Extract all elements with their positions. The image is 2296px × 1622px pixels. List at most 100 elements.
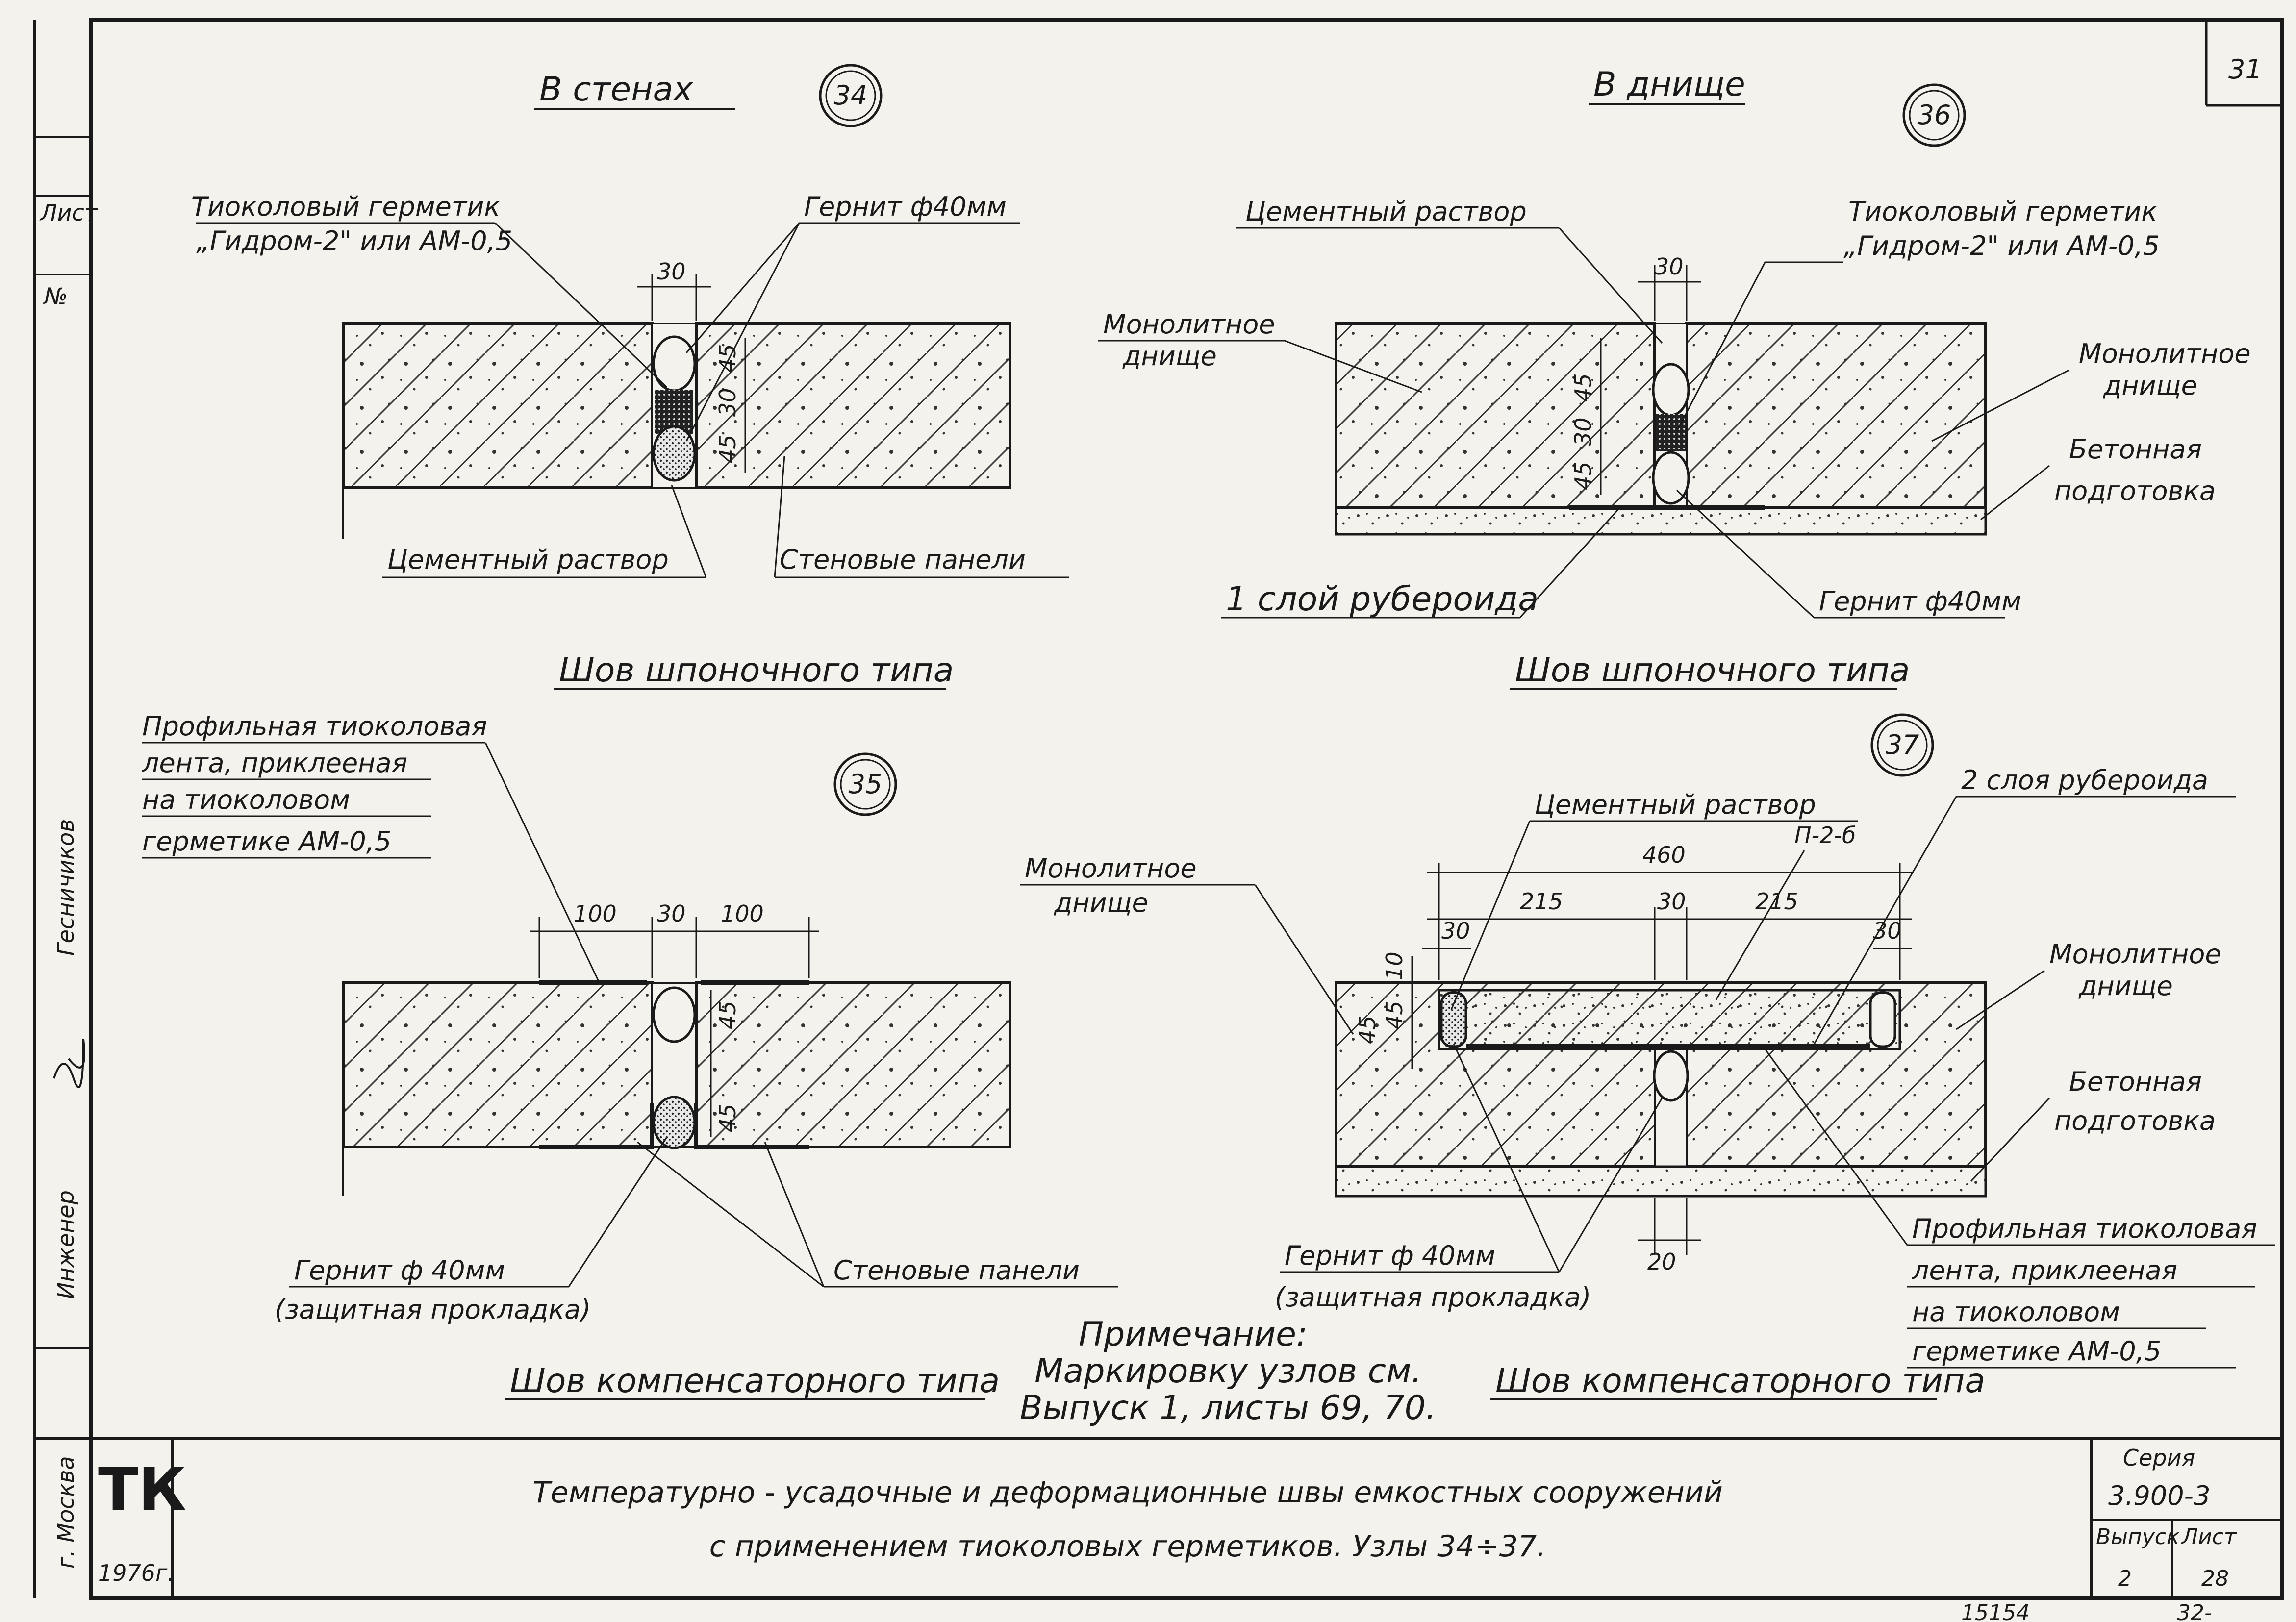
- stamp-number: 15154: [1961, 1600, 2030, 1622]
- node34-gernit-top: [652, 335, 696, 392]
- node37-gernit-right: [1869, 991, 1896, 1048]
- node35-dim-a: 45: [714, 1000, 741, 1029]
- node35-label-tape-1: Профильная тиоколовая: [142, 711, 487, 742]
- sheet-title-line2: с применением тиоколовых герметиков. Узл…: [709, 1529, 1546, 1564]
- node34-dim-b: 30: [714, 388, 741, 417]
- node36-label-mono-right-1: Монолитное: [2079, 338, 2251, 369]
- node37-label-tape-3: на тиоколовом: [1912, 1297, 2120, 1327]
- node37-label-mono-right-2: днище: [2078, 971, 2173, 1001]
- series-label: Серия: [2123, 1445, 2195, 1471]
- node37-dim-bottom: 20: [1647, 1248, 1676, 1275]
- node37-label-mono-left-2: днище: [1054, 887, 1148, 918]
- frame: [33, 18, 2284, 1600]
- node36-label-sealant-2: „Гидром-2" или АМ-0,5: [1843, 230, 2160, 261]
- note: Примечание: Маркировку узлов см. Выпуск …: [1020, 1315, 1436, 1427]
- node37-dim-v2: 45: [1381, 1000, 1408, 1029]
- node36-label-mono-right-2: днище: [2103, 370, 2197, 401]
- node-34: В стенах 34 30 45 30 45 Тиоколовый герме…: [191, 64, 1069, 690]
- node37-label-tape-2: лента, приклееная: [1912, 1255, 2177, 1286]
- node37-label-tape-1: Профильная тиоколовая: [1912, 1213, 2257, 1244]
- node37-label-mono-right-1: Монолитное: [2049, 939, 2221, 970]
- node35-label-gernit-1: Гернит ф 40мм: [294, 1255, 505, 1286]
- node34-number-circle: [819, 64, 883, 127]
- node34-label-mortar: Цементный раствор: [387, 544, 669, 575]
- node36-dim-b: 30: [1570, 417, 1596, 446]
- node34-label-sealant-1: Тиоколовый герметик: [191, 191, 500, 222]
- node37-dim-v1: 10: [1381, 951, 1408, 980]
- node37-label-mark: П-2-б: [1794, 822, 1856, 848]
- node35-dim-b: 45: [714, 1103, 741, 1132]
- node34-heading: В стенах: [539, 70, 693, 109]
- node35-label-tape-3: на тиоколовом: [142, 784, 350, 815]
- side-label-engineer: Инженер: [52, 1190, 79, 1299]
- issue-value: 2: [2118, 1566, 2132, 1591]
- list-label: Лист: [2181, 1524, 2237, 1549]
- node34-label-panels: Стеновые панели: [780, 544, 1026, 575]
- node37-label-mortar: Цементный раствор: [1535, 789, 1816, 820]
- side-label-list: Лист: [39, 200, 98, 226]
- node36-label-mortar: Цементный раствор: [1245, 196, 1527, 227]
- node36-label-mono-left-1: Монолитное: [1103, 309, 1275, 340]
- node35-dim-gap: 30: [657, 900, 686, 927]
- node37-gernit-center: [1653, 1050, 1689, 1102]
- side-label-city: г. Москва: [52, 1456, 79, 1569]
- signature-mark: [53, 1039, 85, 1088]
- node-35: 35 100 30 100 45 45 Профильная тиоколова…: [142, 711, 1118, 1400]
- node35-tape-bottom: [539, 1103, 809, 1149]
- node34-slab-right: [695, 322, 1011, 489]
- node36-dim-a: 45: [1570, 373, 1596, 402]
- node35-label-gernit-2: (защитная прокладка): [275, 1294, 591, 1325]
- node36-label-gernit: Гернит ф40мм: [1819, 586, 2021, 617]
- node37-label-ruberoid: 2 слоя рубероида: [1961, 765, 2208, 796]
- node36-label-prep-2: подготовка: [2054, 475, 2216, 506]
- node37-number: 37: [1886, 729, 1919, 760]
- node37-insert: [1438, 989, 1901, 1050]
- node35-caption: Шов компенсаторного типа: [510, 1362, 1000, 1400]
- node35-slab-right: [695, 981, 1011, 1148]
- node37-label-mono-left-1: Монолитное: [1025, 853, 1197, 884]
- node35-number-circle: [833, 752, 897, 816]
- node36-slab-left: [1335, 322, 1656, 509]
- note-line2: Выпуск 1, листы 69, 70.: [1020, 1389, 1436, 1427]
- note-line1: Маркировку узлов см.: [1034, 1352, 1422, 1391]
- node36-sealant: [1656, 414, 1686, 451]
- node36-label-mono-left-2: днище: [1122, 341, 1217, 372]
- node36-label-sealant-1: Тиоколовый герметик: [1848, 196, 2157, 227]
- org-logo: ТК: [98, 1456, 186, 1524]
- side-stamp: Лист № Инженер Гесничиков г. Москва: [39, 200, 98, 1569]
- node37-number-circle: [1870, 713, 1934, 777]
- node37-caption: Шов компенсаторного типа: [1495, 1362, 1985, 1400]
- sheet-year: 1976г.: [98, 1560, 175, 1586]
- node37-label-prep-2: подготовка: [2054, 1105, 2216, 1136]
- node36-number-circle: [1902, 83, 1966, 147]
- node34-gernit-bottom: [652, 425, 696, 482]
- node34-label-gernit: Гернит ф40мм: [804, 191, 1007, 222]
- node37-dim-left: 215: [1520, 888, 1563, 915]
- sheet-title-line1: Температурно - усадочные и деформационны…: [532, 1475, 1723, 1510]
- series-value: 3.900-3: [2108, 1480, 2210, 1511]
- node34-dim-a: 45: [714, 344, 741, 373]
- side-label-surname: Гесничиков: [52, 819, 79, 956]
- node37-label-tape-4: герметике АМ-0,5: [1912, 1336, 2161, 1367]
- node36-label-ruberoid: 1 слой рубероида: [1226, 580, 1539, 619]
- node34-slab-left: [342, 322, 654, 489]
- node36-dim-c: 45: [1570, 461, 1596, 490]
- node-37: 37 460 215 30 215 30 30 10 45 45 20 Цеме…: [1020, 713, 2275, 1400]
- title-block: ТК 1976г. Температурно - усадочные и деф…: [98, 1445, 2237, 1591]
- node35-gernit-bottom: [652, 1096, 696, 1149]
- node37-dim-gap: 30: [1657, 888, 1686, 915]
- node37-dim-right: 215: [1755, 888, 1798, 915]
- page-number: 31: [2228, 54, 2262, 85]
- node36-number: 36: [1918, 100, 1951, 130]
- node34-dim-c: 45: [714, 434, 741, 463]
- stamp-suffix: 32-: [2177, 1600, 2212, 1622]
- node35-label-panels: Стеновые панели: [833, 1255, 1080, 1286]
- node36-caption: Шов шпоночного типа: [1515, 651, 1910, 690]
- node37-label-prep-1: Бетонная: [2069, 1066, 2202, 1097]
- node37-label-gernit-2: (защитная прокладка): [1275, 1282, 1591, 1313]
- node-36: В днище 36 30 45 30 45 Цементный раствор…: [1098, 65, 2251, 690]
- node35-number: 35: [849, 769, 883, 799]
- node37-dim-side-right: 30: [1873, 918, 1902, 944]
- node36-heading: В днище: [1593, 65, 1745, 104]
